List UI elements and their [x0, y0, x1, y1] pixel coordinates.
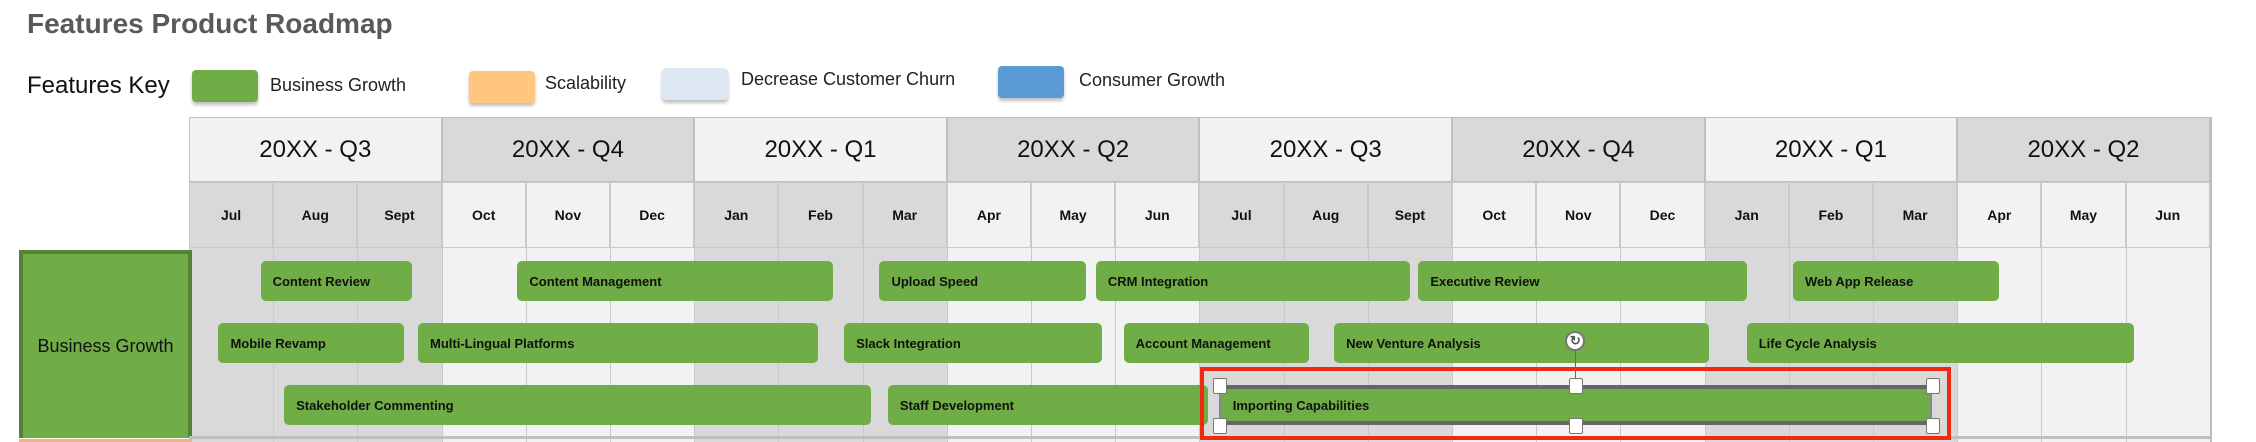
month-header: Mar	[1873, 182, 1958, 248]
rotate-handle-icon[interactable]: ↻	[1565, 331, 1586, 351]
feature-bar-label: Account Management	[1135, 335, 1271, 351]
month-header: Feb	[1788, 182, 1873, 248]
resize-handle[interactable]	[1925, 378, 1940, 394]
feature-bar-label: Web App Release	[1805, 273, 1914, 289]
month-header: Oct	[1452, 182, 1537, 248]
month-header: Feb	[778, 182, 863, 248]
timeline-column	[2125, 248, 2210, 442]
feature-bar[interactable]: Content Management	[517, 261, 834, 301]
rotate-handle-line	[1575, 351, 1577, 378]
feature-bar-label: Multi-Lingual Platforms	[430, 335, 575, 351]
resize-handle[interactable]	[1569, 418, 1584, 434]
feature-bar[interactable]: Slack Integration	[844, 323, 1102, 363]
feature-bar[interactable]: Executive Review	[1418, 261, 1747, 301]
feature-bar[interactable]: Upload Speed	[879, 261, 1086, 301]
features-key-label: Features Key	[27, 72, 170, 99]
resize-handle[interactable]	[1569, 378, 1584, 394]
row-label-business-growth[interactable]: Business Growth	[19, 250, 192, 438]
page-title: Features Product Roadmap	[27, 8, 393, 39]
feature-bar[interactable]: Content Review	[260, 261, 413, 301]
month-header: Oct	[441, 182, 526, 248]
feature-bar-label: Upload Speed	[891, 273, 979, 289]
legend-swatch-decrease-customer-churn[interactable]	[662, 68, 728, 100]
legend-label-decrease-customer-churn: Decrease Customer Churn	[741, 69, 956, 89]
feature-bar[interactable]: Life Cycle Analysis	[1746, 323, 2134, 363]
quarter-header: 20XX - Q1	[694, 117, 947, 182]
legend-label-business-growth: Business Growth	[270, 75, 407, 95]
resize-handle[interactable]	[1925, 418, 1940, 434]
feature-bar-label: Content Management	[529, 273, 662, 289]
next-row-label-scalability	[19, 439, 192, 442]
quarter-header: 20XX - Q2	[1957, 117, 2210, 182]
month-header: Apr	[1957, 182, 2042, 248]
feature-bar-label: Slack Integration	[856, 335, 961, 351]
month-header: Jun	[2125, 182, 2210, 248]
feature-bar[interactable]: New Venture Analysis	[1334, 323, 1709, 363]
month-header: Jul	[1199, 182, 1284, 248]
legend-label-scalability: Scalability	[545, 73, 627, 93]
feature-bar-label: Stakeholder Commenting	[296, 397, 454, 413]
feature-bar[interactable]: Stakeholder Commenting	[284, 385, 871, 425]
feature-bar[interactable]: CRM Integration	[1095, 261, 1410, 301]
feature-bar[interactable]: Web App Release	[1793, 261, 2000, 301]
legend-swatch-business-growth[interactable]	[192, 70, 258, 102]
month-header: Apr	[946, 182, 1031, 248]
month-header: Jun	[1115, 182, 1200, 248]
feature-bar[interactable]: Account Management	[1123, 323, 1309, 363]
feature-bar-label: Mobile Revamp	[230, 335, 326, 351]
month-header: Jul	[189, 182, 274, 248]
quarter-header: 20XX - Q2	[946, 117, 1200, 182]
feature-bar-label: Executive Review	[1430, 273, 1540, 289]
grid-right-border	[2209, 117, 2212, 442]
month-header: Sept	[357, 182, 442, 248]
quarter-header: 20XX - Q3	[1199, 117, 1452, 182]
resize-handle[interactable]	[1212, 378, 1227, 394]
month-header: Sept	[1367, 182, 1452, 248]
feature-bar[interactable]: Mobile Revamp	[218, 323, 404, 363]
month-header: May	[2041, 182, 2126, 248]
month-header: Nov	[525, 182, 610, 248]
quarter-header: 20XX - Q3	[189, 117, 442, 182]
feature-bar-label: Content Review	[272, 273, 371, 289]
month-header: Jan	[694, 182, 779, 248]
legend-swatch-scalability[interactable]	[469, 71, 535, 103]
month-header: Aug	[273, 182, 358, 248]
month-header: Jan	[1704, 182, 1789, 248]
month-header: May	[1031, 182, 1116, 248]
feature-bar[interactable]: Multi-Lingual Platforms	[418, 323, 818, 363]
month-header: Mar	[862, 182, 947, 248]
month-header: Aug	[1283, 182, 1368, 248]
row-divider	[189, 436, 2210, 439]
feature-bar-label: New Venture Analysis	[1346, 335, 1481, 351]
month-header: Nov	[1536, 182, 1621, 248]
feature-bar-label: Importing Capabilities	[1232, 397, 1370, 413]
feature-bar-label: CRM Integration	[1107, 273, 1209, 289]
legend-swatch-consumer-growth[interactable]	[998, 66, 1064, 98]
feature-bar[interactable]: Staff Development	[887, 385, 1208, 425]
legend-label-consumer-growth: Consumer Growth	[1079, 70, 1226, 90]
feature-bar-label: Life Cycle Analysis	[1758, 335, 1877, 351]
quarter-header: 20XX - Q1	[1704, 117, 1958, 182]
month-header: Dec	[1620, 182, 1705, 248]
feature-bar-label: Staff Development	[899, 397, 1014, 413]
quarter-header: 20XX - Q4	[441, 117, 695, 182]
quarter-header: 20XX - Q4	[1452, 117, 1705, 182]
resize-handle[interactable]	[1212, 418, 1227, 434]
month-header: Dec	[610, 182, 695, 248]
